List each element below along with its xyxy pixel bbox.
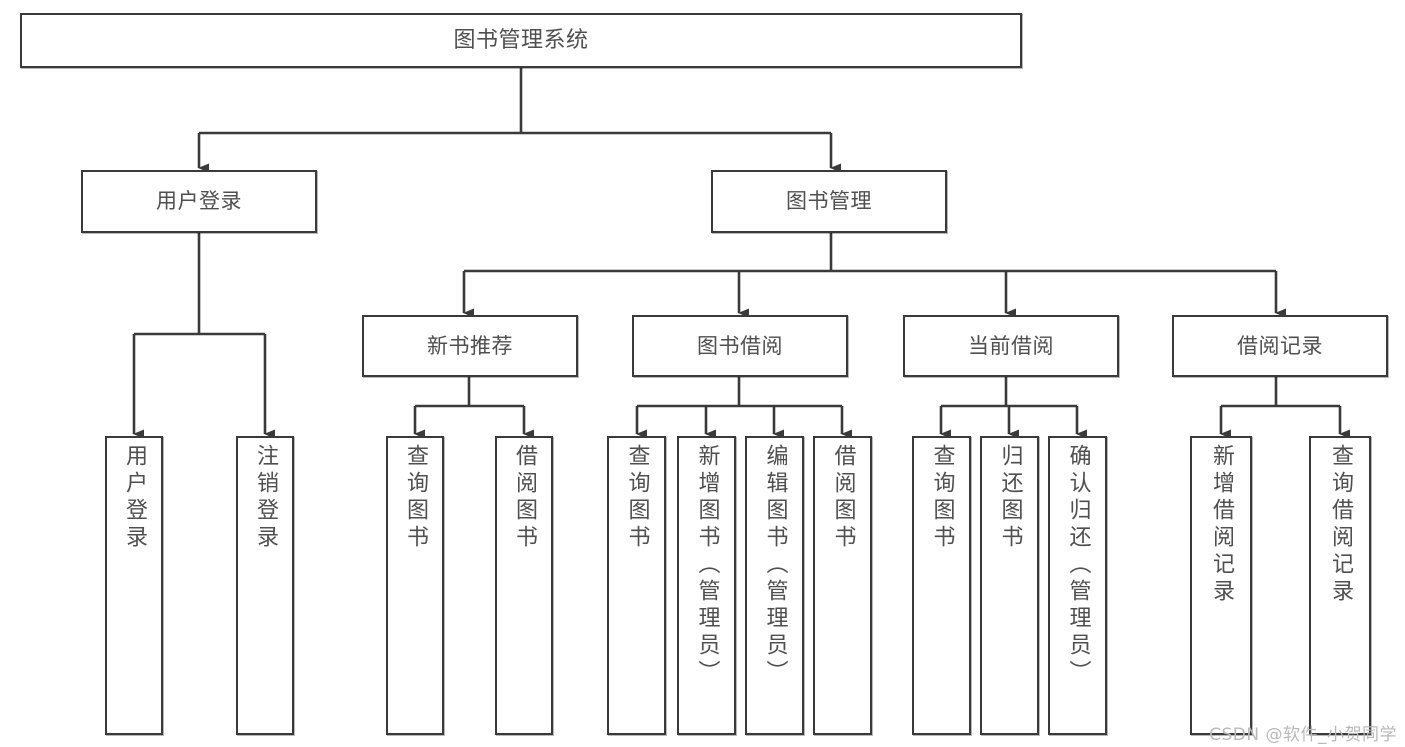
leaf-add-book-admin[interactable]: 新增图书（管理员）	[677, 436, 736, 735]
leaf-query-book-new[interactable]: 查询图书	[386, 436, 444, 735]
node-label: 确认归还（管理员）	[1065, 444, 1091, 687]
node-label: 新增图书（管理员）	[694, 444, 720, 687]
node-label: 新增借阅记录	[1209, 444, 1234, 606]
node-borrow-record[interactable]: 借阅记录	[1172, 315, 1388, 377]
leaf-query-borrow-record[interactable]: 查询借阅记录	[1309, 436, 1371, 735]
leaf-query-book-current[interactable]: 查询图书	[912, 436, 971, 735]
node-root-system[interactable]: 图书管理系统	[20, 13, 1022, 68]
node-label: 借阅图书	[830, 444, 856, 552]
node-label: 借阅图书	[512, 444, 537, 552]
node-label: 当前借阅	[968, 333, 1054, 358]
node-label: 借阅记录	[1237, 333, 1323, 358]
node-user-login[interactable]: 用户登录	[81, 170, 317, 233]
leaf-query-book-borrow[interactable]: 查询图书	[607, 436, 666, 735]
node-label: 查询借阅记录	[1328, 444, 1353, 606]
node-current-borrow[interactable]: 当前借阅	[903, 315, 1119, 377]
leaf-confirm-return-admin[interactable]: 确认归还（管理员）	[1048, 436, 1107, 735]
leaf-borrow-book[interactable]: 借阅图书	[813, 436, 872, 735]
node-label: 编辑图书（管理员）	[762, 444, 788, 687]
leaf-borrow-book-new[interactable]: 借阅图书	[495, 436, 553, 735]
node-label: 图书管理	[786, 189, 872, 214]
node-label: 用户登录	[156, 189, 242, 214]
node-new-book-recommend[interactable]: 新书推荐	[362, 315, 578, 377]
node-label: 新书推荐	[427, 333, 513, 358]
node-label: 查询图书	[929, 444, 955, 552]
leaf-add-borrow-record[interactable]: 新增借阅记录	[1190, 436, 1252, 735]
node-book-management[interactable]: 图书管理	[711, 170, 947, 233]
node-label: 注销登录	[253, 444, 278, 552]
leaf-logout-login[interactable]: 注销登录	[236, 436, 294, 735]
node-label: 归还图书	[997, 444, 1023, 552]
node-book-borrow[interactable]: 图书借阅	[632, 315, 848, 377]
node-label: 图书管理系统	[453, 27, 589, 53]
node-label: 查询图书	[624, 444, 650, 552]
leaf-user-login[interactable]: 用户登录	[105, 436, 163, 735]
node-label: 图书借阅	[697, 333, 783, 358]
node-label: 查询图书	[403, 444, 428, 552]
leaf-return-book[interactable]: 归还图书	[980, 436, 1039, 735]
node-label: 用户登录	[122, 444, 147, 552]
leaf-edit-book-admin[interactable]: 编辑图书（管理员）	[745, 436, 804, 735]
